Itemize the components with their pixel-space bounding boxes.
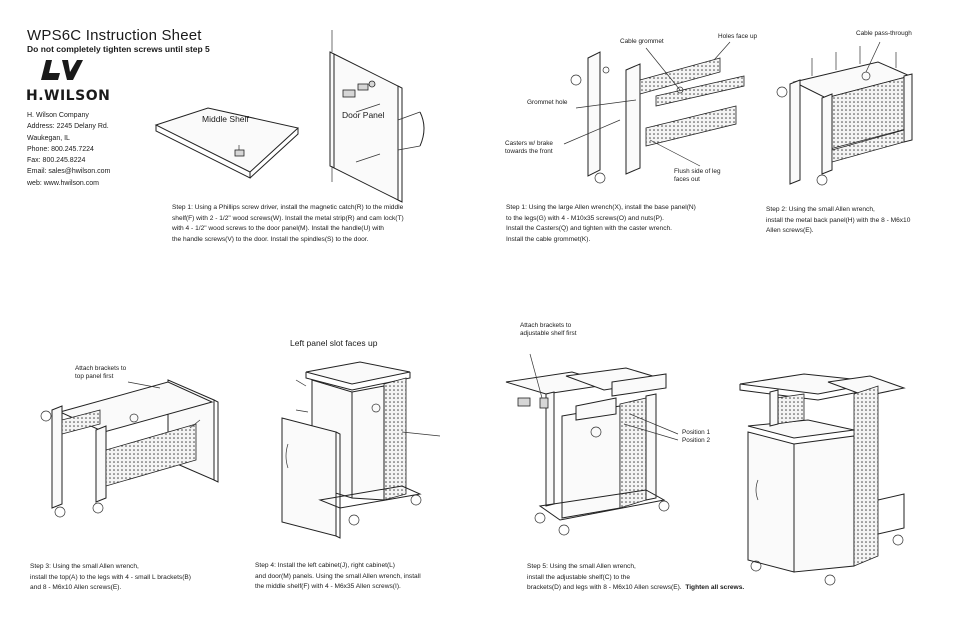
brand-wordmark: H.WILSON: [26, 88, 111, 104]
company-line: Address: 2245 Delany Rd.: [27, 123, 109, 131]
middle-shelf-label: Middle Shelf: [202, 114, 249, 124]
middle-shelf-figure: [154, 107, 300, 179]
cable-pass-through-label: Cable pass-through: [856, 30, 912, 37]
position-1-label: Position 1: [682, 429, 711, 436]
company-line: Phone: 800.245.7224: [27, 145, 94, 153]
flush-side-label: Flush side of leg faces out: [674, 168, 721, 183]
company-address: H. Wilson Company Address: 2245 Delany R…: [27, 110, 110, 189]
company-line: Fax: 800.245.8224: [27, 157, 86, 165]
casters-brake-label: Casters w/ brake towards the front: [505, 140, 553, 155]
grommet-hole-label: Grommet hole: [527, 99, 568, 106]
step1-base-caption: Step 1: Using the large Allen wrench(X),…: [506, 204, 696, 243]
step5-figure: [505, 353, 679, 536]
company-line: Email: sales@hwilson.com: [27, 168, 111, 176]
hwilson-logo-icon: [41, 60, 83, 80]
base-assembly-figure: [563, 41, 745, 184]
step1-door-caption: Step 1: Using a Phillips screw driver, i…: [172, 204, 404, 243]
document-subtitle: Do not completely tighten screws until s…: [27, 44, 210, 54]
step5-caption: Step 5: Using the small Allen wrench, in…: [527, 563, 745, 592]
step4-caption: Step 4: Install the left cabinet(J), rig…: [255, 562, 421, 591]
tighten-emphasis: Tighten all screws.: [685, 584, 745, 592]
step2-figure: [776, 41, 913, 186]
step4-figure: [281, 361, 441, 539]
holes-face-up-label: Holes face up: [718, 33, 758, 40]
document-title: WPS6C Instruction Sheet: [27, 27, 202, 44]
step3-caption: Step 3: Using the small Allen wrench, in…: [30, 563, 191, 592]
left-panel-slot-label: Left panel slot faces up: [290, 338, 378, 348]
step3-figure: [40, 379, 219, 518]
company-line: web: www.hwilson.com: [27, 179, 99, 187]
attach-adjustable-label: Attach brackets to adjustable shelf firs…: [520, 322, 577, 337]
step2-caption: Step 2: Using the small Allen wrench, in…: [766, 206, 911, 235]
final-assembly-figure: [739, 373, 906, 586]
cable-grommet-label: Cable grommet: [620, 38, 664, 45]
company-line: H. Wilson Company: [27, 112, 89, 119]
door-panel-label: Door Panel: [342, 110, 385, 120]
attach-top-label: Attach brackets to top panel first: [75, 365, 127, 380]
door-panel-figure: [329, 30, 425, 203]
company-line: Waukegan, IL: [27, 134, 70, 142]
position-2-label: Position 2: [682, 437, 711, 444]
